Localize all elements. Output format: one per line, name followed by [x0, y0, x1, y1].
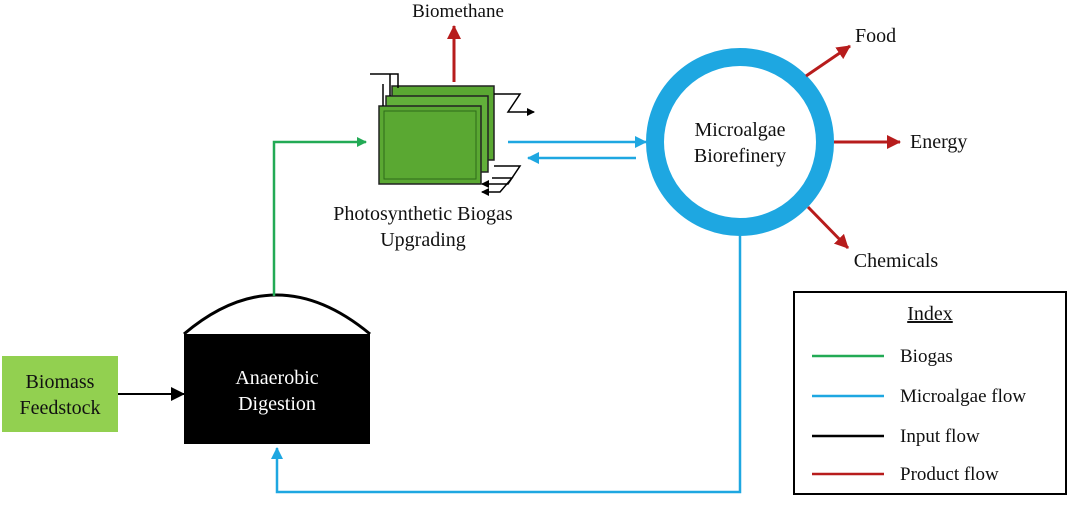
legend-title: Index [907, 303, 953, 325]
chemicals-label: Chemicals [854, 250, 939, 272]
feedstock-box [2, 356, 118, 432]
biogas-flow-arrow [272, 137, 367, 296]
biorefinery-label-line1: Microalgae [694, 119, 785, 141]
food-product-arrow [805, 44, 851, 78]
upgrading-label-line1: Photosynthetic Biogas [333, 203, 513, 225]
biomass-feedstock-node: Biomass Feedstock [2, 356, 118, 432]
food-label: Food [855, 25, 896, 47]
digester-tank [184, 334, 370, 444]
outlet-pipe-top [494, 93, 535, 116]
panel-front-inner [383, 110, 477, 180]
return-pipe-2 [481, 177, 514, 196]
biomethane-label: Biomethane [412, 1, 504, 22]
photobioreactor-icon: Photosynthetic Biogas Upgrading [333, 73, 535, 251]
anaerobic-digestion-node: Anaerobic Digestion [183, 293, 371, 444]
legend-label-3: Product flow [900, 464, 999, 485]
legend-box [793, 291, 1067, 495]
feedstock-label-line2: Feedstock [19, 397, 100, 419]
panel-front-outer [378, 105, 482, 185]
legend-label-2: Input flow [900, 426, 980, 447]
microalgae-return-to-digester [271, 236, 742, 494]
digester-dome [183, 293, 371, 336]
biorefinery-label-line2: Biorefinery [694, 145, 786, 167]
chemicals-product-arrow [806, 205, 850, 250]
microalgae-biorefinery-node: Microalgae Biorefinery [646, 48, 834, 236]
inlet-pipe-1 [370, 73, 399, 88]
digestion-label-line2: Digestion [238, 393, 316, 415]
energy-label: Energy [910, 131, 967, 153]
upgrading-label-line2: Upgrading [380, 229, 466, 251]
biorefinery-ring [646, 48, 834, 236]
feedstock-label-line1: Biomass [26, 371, 95, 393]
return-pipe-1 [481, 165, 522, 188]
legend-label-1: Microalgae flow [900, 386, 1026, 407]
digestion-label-line1: Anaerobic [235, 367, 318, 389]
legend-label-0: Biogas [900, 346, 953, 367]
